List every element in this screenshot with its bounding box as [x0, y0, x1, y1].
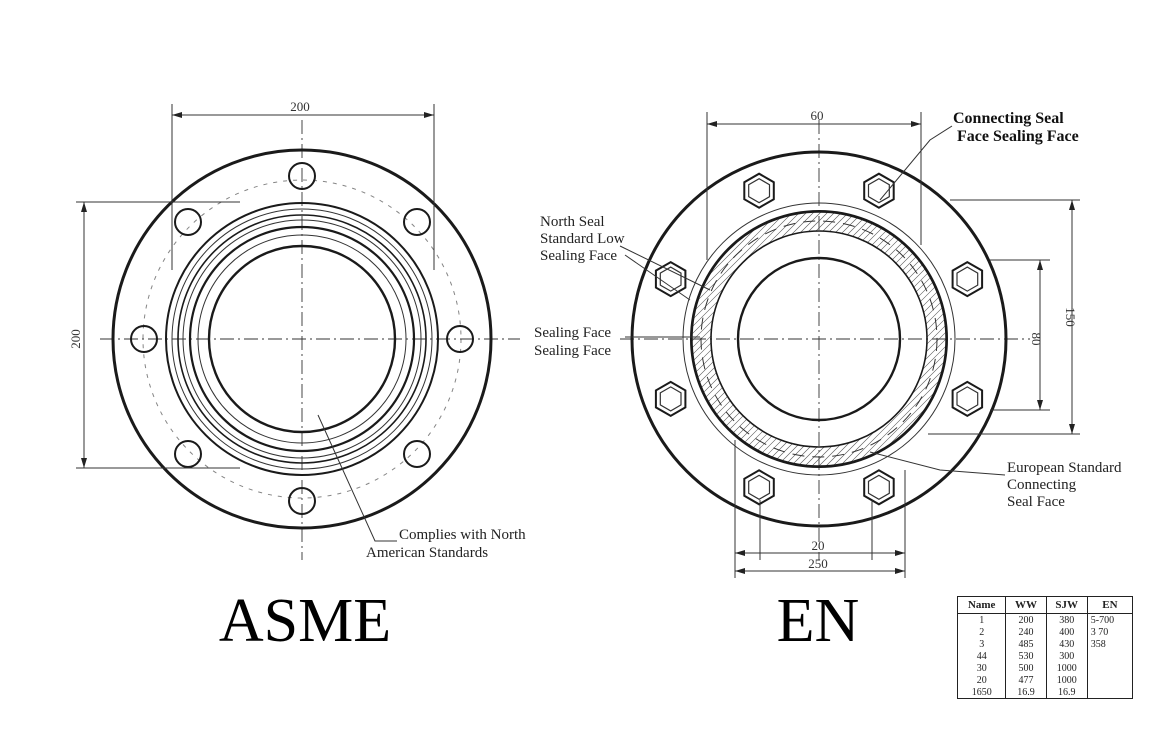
asme-outer-rim: [111, 148, 493, 530]
hex-bolt-icon: [863, 172, 895, 209]
table-cell: 1650: [956, 686, 1007, 699]
en-callout-left-line3: Sealing Face: [540, 248, 617, 264]
asme-bore: [207, 244, 397, 434]
en-callout-right-line1: European Standard: [1007, 460, 1122, 476]
table-cell: 477: [1005, 674, 1047, 686]
table-cell: 16.9: [1045, 686, 1088, 699]
comparison-table: Name WW SJW EN 1 200 380 5-700 2 240 400…: [956, 596, 1134, 699]
table-cell: [1086, 674, 1134, 686]
hatch-line: [844, 212, 946, 466]
hex-bolt-icon: [951, 260, 984, 298]
table-cell: 530: [1005, 650, 1047, 662]
table-cell: 485: [1005, 638, 1047, 650]
table-cell: 2: [956, 626, 1007, 638]
hatch-line: [692, 212, 796, 466]
table-cell: 300: [1045, 650, 1088, 662]
table-header: WW: [1005, 596, 1047, 614]
hatch-line: [823, 212, 946, 466]
table-cell: 16.9: [1005, 686, 1047, 699]
asme-callout-line1: Complies with North: [399, 527, 526, 543]
table-cell: 1000: [1045, 674, 1088, 686]
table-header: EN: [1086, 596, 1134, 614]
table-cell: 1000: [1045, 662, 1088, 674]
hatch-line: [964, 189, 1170, 489]
en-callout-top-line1: Connecting Seal: [953, 110, 1064, 127]
table-row: 1650 16.9 16.9: [956, 686, 1134, 699]
table-cell: 20: [956, 674, 1007, 686]
asme-flange: 200 200 Complies with North American Sta…: [68, 99, 526, 561]
table-cell: 30: [956, 662, 1007, 674]
hex-bolt-icon: [654, 260, 687, 298]
hatch-line: [935, 212, 946, 466]
hex-bolt-icon: [743, 172, 775, 209]
en-callout-left-line1: North Seal: [540, 214, 605, 230]
hatch-line: [692, 212, 824, 466]
hatch-line: [942, 212, 946, 466]
table-row: 2 240 400 3 70: [956, 626, 1134, 638]
table-cell: 380: [1045, 613, 1088, 626]
table-cell: 240: [1005, 626, 1047, 638]
hatch-line: [879, 212, 946, 466]
en-dim-right-inner: 80: [1029, 333, 1044, 346]
table-header-row: Name WW SJW EN: [956, 596, 1134, 614]
hex-bolt-icon: [743, 469, 775, 506]
hex-bolt-icon: [951, 380, 984, 418]
en-dim-top: 60: [811, 108, 824, 123]
table-row: 3 485 430 358: [956, 638, 1134, 650]
table-cell: 400: [1045, 626, 1088, 638]
en-title: EN: [777, 587, 860, 655]
en-dim-bottom-outer: 250: [808, 556, 828, 571]
en-callout-mid-line2: Sealing Face: [534, 343, 611, 359]
table-row: 1 200 380 5-700: [956, 613, 1134, 626]
table-cell: 5-700: [1086, 613, 1134, 626]
table-cell: 3 70: [1086, 626, 1134, 638]
en-callout-top-line2: Face Sealing Face: [957, 128, 1079, 145]
asme-dim-left: 200: [68, 329, 83, 349]
table-cell: 358: [1086, 638, 1134, 650]
table-cell: 430: [1045, 638, 1088, 650]
en-callout-left-line2: Standard Low: [540, 231, 625, 247]
hatch-line: [837, 212, 946, 466]
table-row: 20 477 1000: [956, 674, 1134, 686]
table-cell: [1086, 650, 1134, 662]
table-cell: [1086, 662, 1134, 674]
table-header: SJW: [1045, 596, 1088, 614]
en-dim-right-outer: 150: [1063, 307, 1078, 327]
asme-callout-line2: American Standards: [366, 545, 488, 561]
table-row: 30 500 1000: [956, 662, 1134, 674]
en-bore: [736, 256, 902, 422]
asme-title: ASME: [219, 587, 391, 655]
hex-bolt-icon: [863, 469, 895, 506]
en-dim-bottom-inner: 20: [812, 538, 825, 553]
table-header: Name: [956, 596, 1007, 614]
asme-bolt-holes: [130, 162, 474, 515]
en-outer-rim: [630, 150, 1008, 528]
table-cell: 3: [956, 638, 1007, 650]
hatch-line: [692, 212, 803, 466]
en-callout-mid-line1: Sealing Face: [534, 325, 611, 341]
hex-bolt-icon: [654, 380, 687, 418]
table-cell: 1: [956, 613, 1007, 626]
table-cell: 44: [956, 650, 1007, 662]
en-flange: 60 150 80 20 250 Connecting Seal Face Se…: [534, 108, 1170, 578]
table-row: 44 530 300: [956, 650, 1134, 662]
en-callout-right-line2: Connecting: [1007, 477, 1077, 493]
hatch-line: [692, 212, 817, 466]
table-cell: [1086, 686, 1134, 699]
hatch-line: [816, 212, 946, 466]
en-callout-right-line3: Seal Face: [1007, 494, 1065, 510]
table-cell: 500: [1005, 662, 1047, 674]
table-cell: 200: [1005, 613, 1047, 626]
hatch-line: [830, 212, 946, 466]
asme-dim-top: 200: [290, 99, 310, 114]
en-hex-bolts: [654, 172, 984, 506]
hatch-line: [692, 212, 810, 466]
